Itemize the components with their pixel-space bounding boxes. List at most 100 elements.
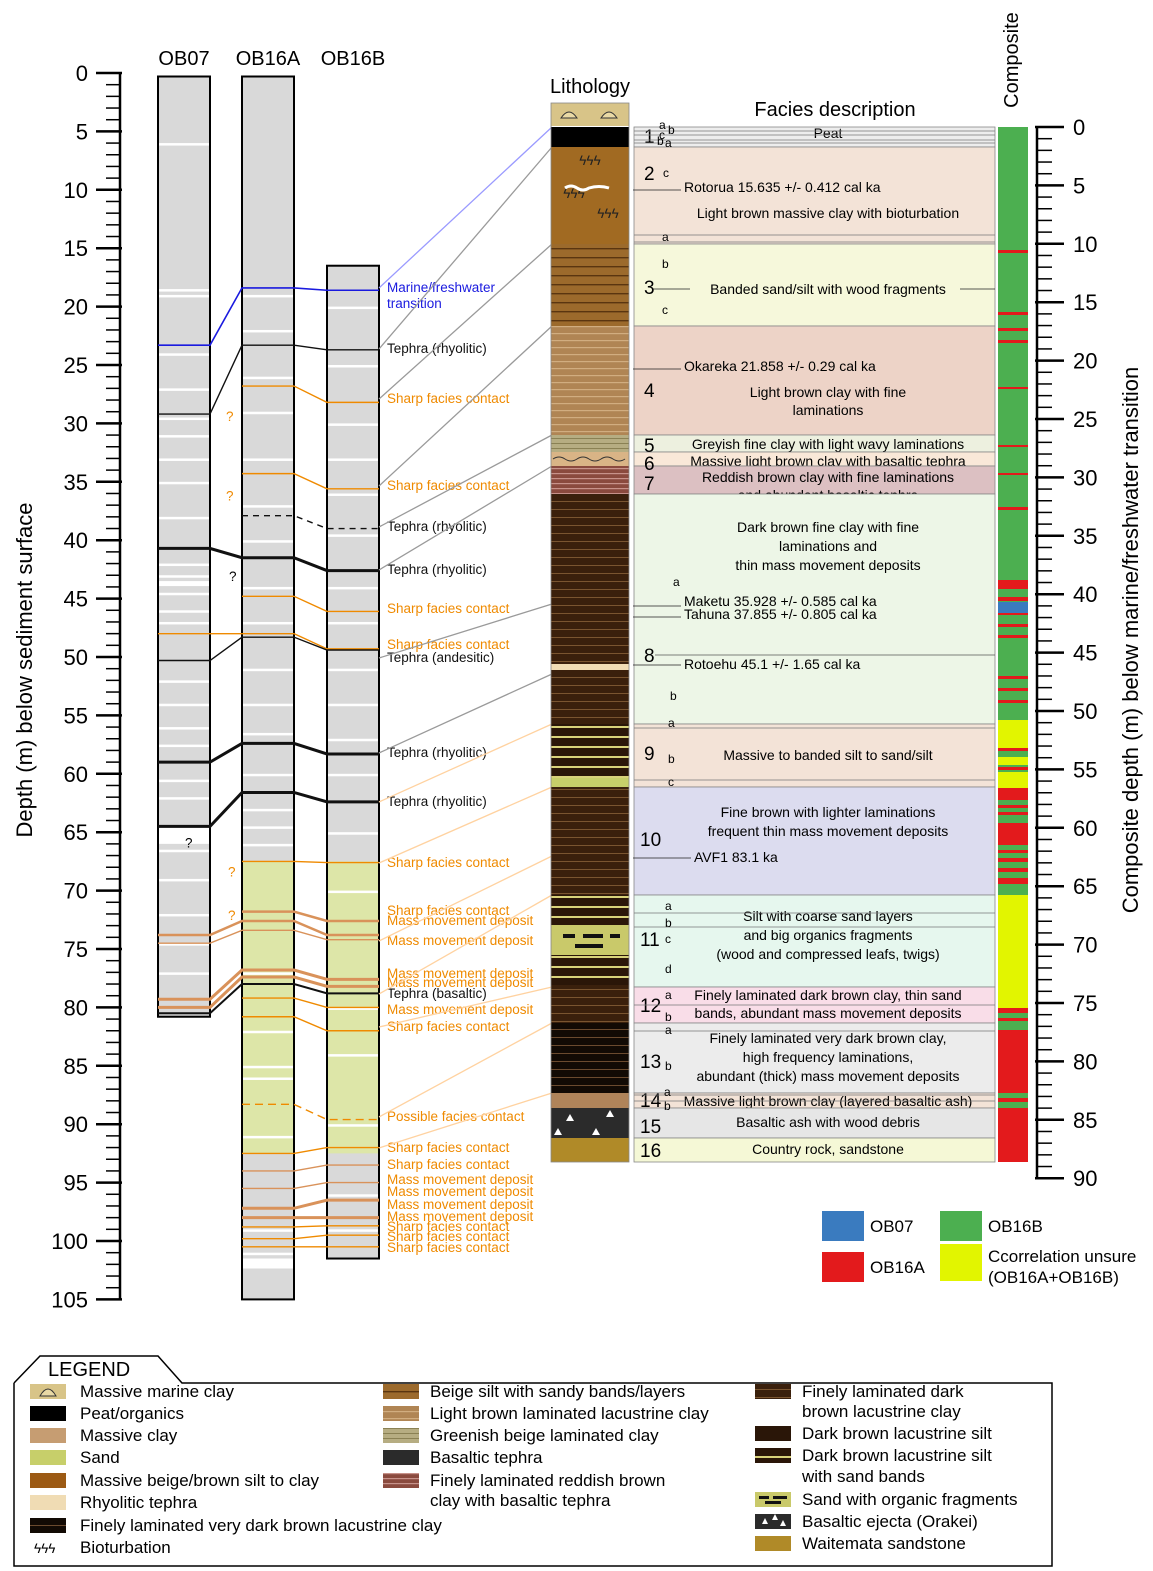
subfacies-letter: b	[665, 916, 672, 930]
lithology-layer	[551, 435, 629, 452]
composite-ob16a	[998, 805, 1028, 808]
composite-ob16a	[998, 688, 1028, 691]
lithology-frame	[550, 102, 630, 1163]
facies-description: bands, abundant mass movement deposits	[695, 1005, 962, 1021]
core-gap	[159, 592, 209, 596]
facies-number: 8	[644, 646, 655, 667]
core-gap	[159, 435, 209, 438]
composite-ob16a	[998, 850, 1028, 853]
core-gap	[159, 516, 209, 520]
boundary-label: Mass movement deposit	[387, 933, 534, 948]
subfacies-letter: a	[664, 1085, 671, 1099]
correlation-line	[242, 910, 379, 923]
core-gap	[243, 329, 293, 333]
composite-ob16a	[998, 580, 1028, 589]
boundary-label: Sharp facies contact	[387, 855, 510, 870]
facies-description: Banded sand/silt with wood fragments	[710, 281, 946, 297]
core-gap	[159, 849, 209, 853]
composite-ob16a	[998, 340, 1028, 343]
lithology-layer	[551, 670, 629, 724]
facies-row	[633, 894, 996, 988]
correlation-line	[242, 860, 379, 864]
facies-number: 16	[640, 1141, 661, 1162]
lithology-layer	[551, 955, 629, 985]
sand-swatch	[30, 1450, 66, 1465]
core-gap	[328, 423, 378, 426]
correlation-line	[242, 595, 379, 613]
core-gap	[328, 365, 378, 368]
composite-unsure	[998, 895, 1028, 1008]
subfacies-letter: c	[665, 932, 671, 946]
correlation-line	[242, 1181, 379, 1190]
core-gap	[159, 417, 209, 421]
composite-ob16a	[998, 612, 1028, 615]
boundary-label: Sharp facies contact	[387, 391, 510, 406]
core-gap	[159, 703, 209, 707]
lithology-layer	[551, 127, 629, 147]
tick-label: 70	[64, 879, 88, 904]
tick-label: 85	[1073, 1108, 1097, 1133]
facies-description: Basaltic ash with wood debris	[736, 1114, 920, 1130]
subfacies-letter: c	[668, 775, 674, 789]
legend-label: Basaltic ejecta (Orakei)	[802, 1512, 978, 1531]
organic-fragment	[773, 1496, 787, 1499]
composite-ob16a	[998, 445, 1028, 447]
tick-label: 30	[1073, 465, 1097, 490]
correlation-line	[158, 929, 379, 944]
fan-line	[378, 146, 553, 350]
organic-fragment	[575, 944, 603, 948]
correlation-line	[158, 968, 379, 1001]
composite-legend-swatch	[822, 1252, 864, 1282]
tick-label: 10	[64, 178, 88, 203]
lithology-layer	[551, 985, 629, 1023]
organic-fragment	[583, 934, 603, 938]
legend-label: Dark brown lacustrine silt	[802, 1424, 992, 1443]
facies-row	[633, 1107, 996, 1139]
composite-ob16a	[998, 597, 1028, 601]
boundary-label: Sharp facies contact	[387, 1229, 510, 1244]
core-gap	[328, 1007, 378, 1010]
facies-description: Light brown clay with fine	[750, 384, 907, 400]
composite-column: Composite	[998, 12, 1028, 1162]
facies-row	[633, 723, 996, 788]
tick-label: 40	[64, 528, 88, 553]
organic-fragment	[765, 1501, 781, 1504]
facies-number: 4	[644, 381, 655, 402]
boundary-label: Marine/freshwater	[387, 280, 496, 295]
composite-ob16a	[998, 312, 1028, 315]
core-gap	[243, 1077, 293, 1080]
subfacies-letter: a	[665, 988, 672, 1002]
core-gap	[159, 610, 209, 613]
core-gap	[243, 808, 293, 812]
boundary-label: Mass movement deposit	[387, 1172, 534, 1187]
core-gap	[328, 1124, 378, 1127]
legend-label: Dark brown lacustrine silt	[802, 1446, 992, 1465]
subfacies-letter: a	[665, 1023, 672, 1037]
facies-row	[633, 243, 996, 327]
fan-line	[378, 894, 553, 995]
fan-line	[378, 786, 553, 864]
right-axis-title: Composite depth (m) below marine/freshwa…	[1118, 367, 1143, 914]
correlation-line	[158, 983, 379, 1015]
marine-clay-layer	[551, 103, 629, 126]
subfacies-letter: b	[665, 1010, 672, 1024]
tick-label: 90	[1073, 1166, 1097, 1191]
tephra-date: AVF1 83.1 ka	[694, 849, 778, 865]
subfacies-letter: c	[659, 128, 665, 142]
facies-row	[633, 493, 996, 725]
banded-swatch	[383, 1384, 419, 1399]
legend-label: Sand	[80, 1448, 120, 1467]
core-gap	[159, 458, 209, 461]
lithology-layer	[551, 925, 629, 955]
correlation-line	[242, 514, 379, 530]
fan-line	[378, 1022, 553, 1118]
tick-label: 35	[64, 470, 88, 495]
ejecta-icon	[762, 1518, 768, 1524]
tick-label: 55	[64, 703, 88, 728]
composite-unsure	[998, 772, 1028, 788]
legend-label: Massive clay	[80, 1426, 178, 1445]
fan-line	[378, 986, 553, 1028]
